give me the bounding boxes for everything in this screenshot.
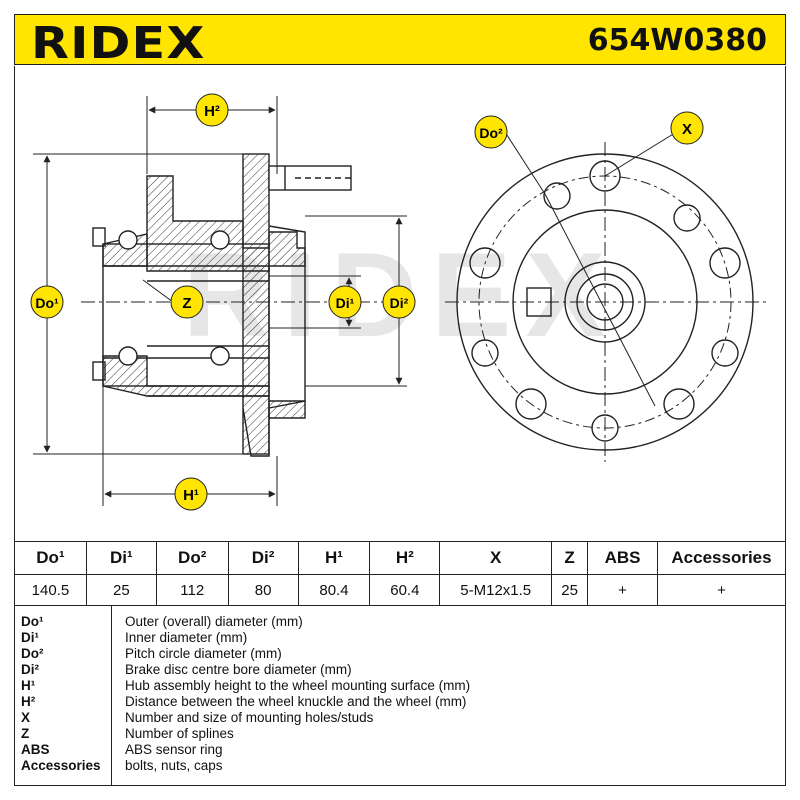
technical-drawing: RIDEX (14, 66, 786, 541)
legend-key: H¹ (21, 678, 36, 693)
legend-desc: Number and size of mounting holes/studs (125, 710, 374, 725)
callout-do1-label: Do¹ (35, 295, 59, 311)
legend-key: H² (21, 694, 36, 709)
callout-do2-label: Do² (479, 125, 503, 141)
part-number: 654W0380 (587, 23, 767, 58)
callout-x: X (670, 111, 704, 145)
legend-divider (111, 606, 112, 785)
spec-header-cell: Accessories (657, 541, 786, 575)
spec-value-cell: 140.5 (14, 574, 87, 606)
spec-value-cell: 60.4 (369, 574, 441, 606)
legend-desc: Number of splines (125, 726, 234, 741)
legend-desc: Distance between the wheel knuckle and t… (125, 694, 467, 709)
legend-desc: Brake disc centre bore diameter (mm) (125, 662, 352, 677)
legend-key: ABS (21, 742, 50, 757)
callout-h1-label: H¹ (183, 487, 199, 504)
spec-value-cell: 5-M12x1.5 (439, 574, 553, 606)
legend-key: Di² (21, 662, 39, 677)
legend-desc: Hub assembly height to the wheel mountin… (125, 678, 471, 693)
spec-header-cell: ABS (587, 541, 658, 575)
callout-h1: H¹ (174, 477, 208, 511)
legend-row: Accessories bolts, nuts, caps (15, 758, 787, 774)
spec-value-cell: 80.4 (297, 574, 371, 606)
legend-key: X (21, 710, 31, 725)
front-leader-lines (504, 127, 684, 407)
legend-row: H² Distance between the wheel knuckle an… (15, 694, 787, 710)
legend-desc: ABS sensor ring (125, 742, 223, 757)
legend-row: ABS ABS sensor ring (15, 742, 787, 758)
legend-desc: bolts, nuts, caps (125, 758, 223, 773)
legend-key: Do¹ (21, 614, 44, 629)
legend-row: Di¹ Inner diameter (mm) (15, 630, 787, 646)
spec-header-cell: X (439, 541, 553, 575)
spec-header-row: Do¹ Di¹ Do² Di² H¹ H² X Z ABS Accessorie… (14, 541, 786, 575)
front-center-lines (445, 142, 767, 462)
callout-di1-label: Di¹ (336, 295, 355, 311)
callout-di2: Di² (382, 285, 416, 319)
legend-row: X Number and size of mounting holes/stud… (15, 710, 787, 726)
legend-key: Di¹ (21, 630, 39, 645)
spec-header-cell: Di¹ (85, 541, 157, 575)
spec-table: Do¹ Di¹ Do² Di² H¹ H² X Z ABS Accessorie… (14, 541, 786, 606)
legend-desc: Outer (overall) diameter (mm) (125, 614, 303, 629)
spec-header-cell: H² (369, 541, 441, 575)
callout-di2-label: Di² (390, 295, 409, 311)
brand-logo: RIDEX (31, 18, 206, 69)
hub-section-view (92, 153, 352, 457)
legend-desc: Pitch circle diameter (mm) (125, 646, 282, 661)
callout-z-label: Z (182, 295, 191, 312)
drawing-canvas: RIDEX (30, 93, 767, 511)
legend-key: Do² (21, 646, 44, 661)
callout-z: Z (170, 285, 204, 319)
legend-row: Do¹ Outer (overall) diameter (mm) (15, 614, 787, 630)
spec-header-cell: Z (551, 541, 589, 575)
callout-h2: H² (195, 93, 229, 127)
header-bar: RIDEX 654W0380 (14, 14, 786, 69)
callout-di1: Di¹ (328, 285, 362, 319)
spec-value-cell: 25 (85, 574, 157, 606)
callout-h2-label: H² (204, 103, 220, 120)
spec-header-cell: Do¹ (14, 541, 87, 575)
spec-header-cell: Di² (227, 541, 299, 575)
spec-header-cell: Do² (155, 541, 229, 575)
spec-header-cell: H¹ (297, 541, 371, 575)
callout-do2: Do² (474, 115, 508, 149)
spec-value-cell: 80 (227, 574, 299, 606)
legend-key: Z (21, 726, 30, 741)
spec-value-cell: + (657, 574, 786, 606)
callout-x-label: X (682, 121, 692, 138)
legend-box: Do¹ Outer (overall) diameter (mm) Di¹ In… (14, 605, 786, 786)
spec-value-row: 140.5 25 112 80 80.4 60.4 5-M12x1.5 25 +… (14, 574, 786, 606)
legend-row: Z Number of splines (15, 726, 787, 742)
spec-value-cell: 25 (551, 574, 589, 606)
legend-row: H¹ Hub assembly height to the wheel moun… (15, 678, 787, 694)
legend-key: Accessories (21, 758, 101, 773)
legend-desc: Inner diameter (mm) (125, 630, 248, 645)
spec-value-cell: 112 (155, 574, 229, 606)
callout-do1: Do¹ (30, 285, 64, 319)
spec-value-cell: + (587, 574, 658, 606)
legend-row: Di² Brake disc centre bore diameter (mm) (15, 662, 787, 678)
legend-row: Do² Pitch circle diameter (mm) (15, 646, 787, 662)
